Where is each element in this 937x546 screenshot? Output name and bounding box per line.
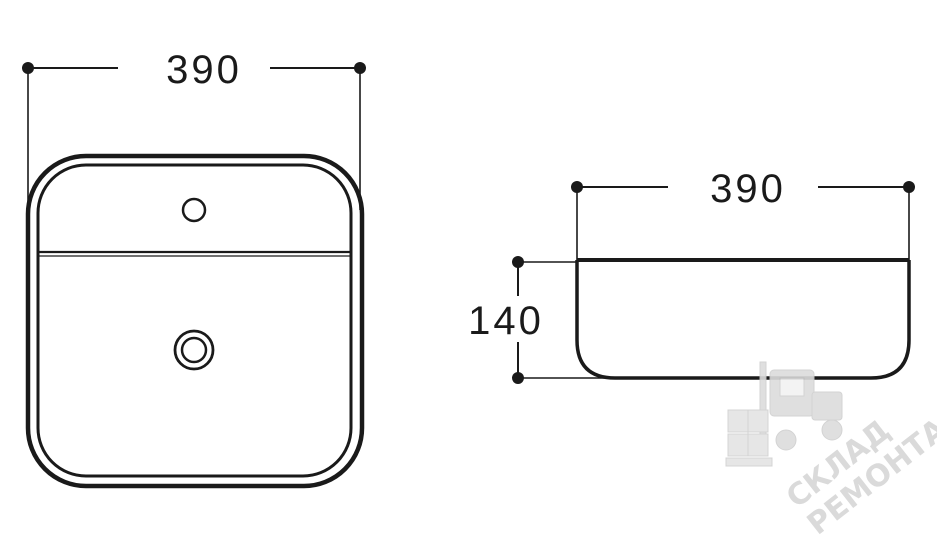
forklift-icon (759, 361, 843, 451)
side-view (512, 181, 915, 384)
watermark-logo: СКЛАД РЕМОНТА (725, 361, 937, 542)
boxes-icon (725, 409, 773, 467)
side-width-label: 390 (710, 167, 786, 211)
basin-inner-outline (36, 163, 353, 478)
top-view (22, 62, 366, 489)
drain-inner (180, 336, 208, 364)
top-width-label: 390 (166, 48, 242, 92)
basin-outer-outline (25, 153, 365, 489)
side-height-label: 140 (468, 299, 544, 343)
tap-hole (181, 197, 207, 223)
basin-side-profile (575, 260, 911, 380)
drain-outer (173, 329, 215, 371)
